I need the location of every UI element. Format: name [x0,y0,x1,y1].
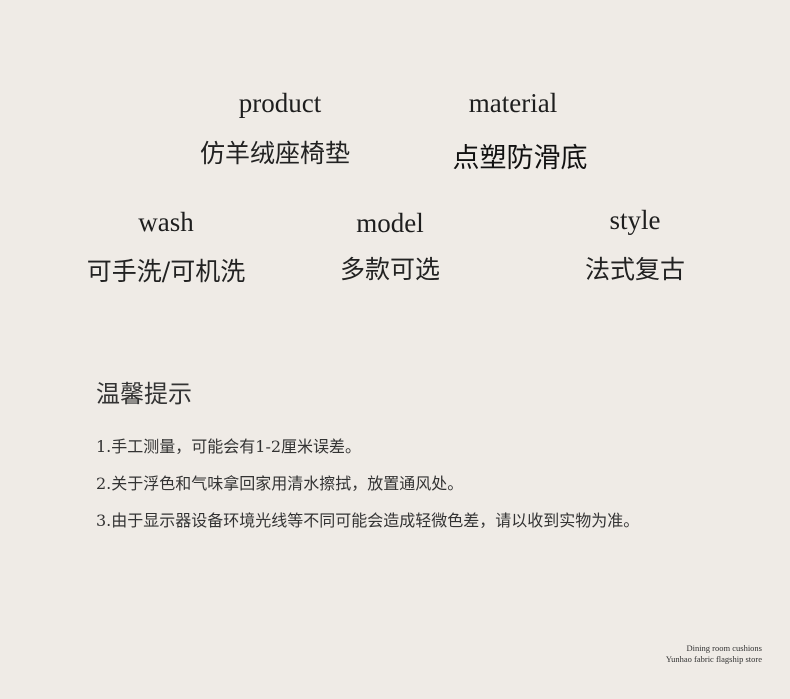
store-caption: Dining room cushions Yunhao fabric flags… [666,643,762,665]
tip-item: 1.手工测量，可能会有1-2厘米误差。 [96,437,362,456]
style-value: 法式复古 [584,255,685,284]
model-label: model [356,208,424,238]
product-value: 仿羊绒座椅垫 [199,139,350,168]
material-label: material [468,88,558,118]
tip-item: 3.由于显示器设备环境光线等不同可能会造成轻微色差，请以收到实物为准。 [96,511,640,530]
product-label: product [238,88,322,118]
wash-label: wash [138,207,194,237]
store-line1: Dining room cushions [686,643,762,653]
model-value: 多款可选 [339,255,440,284]
wash-value: 可手洗/可机洗 [86,257,246,286]
tip-item: 2.关于浮色和气味拿回家用清水擦拭，放置通风处。 [96,474,464,493]
store-line2: Yunhao fabric flagship store [665,654,762,664]
style-label: style [609,205,661,235]
tips-title: 温馨提示 [96,380,192,408]
material-value: 点塑防滑底 [452,143,588,174]
